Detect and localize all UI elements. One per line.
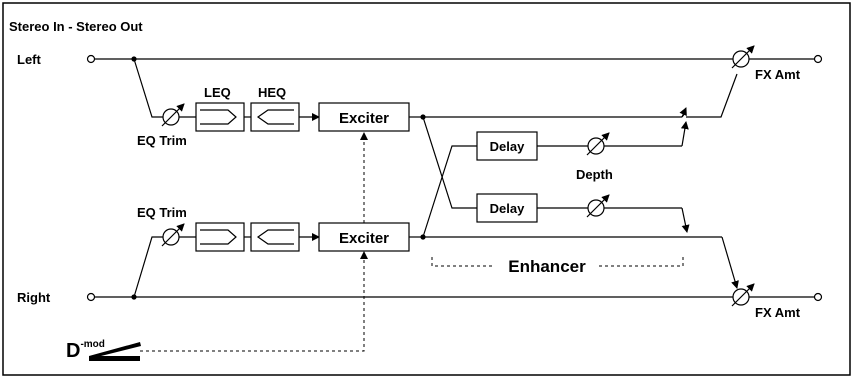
exciter-right-box	[318, 222, 410, 252]
enhancer-bracket-left	[431, 257, 495, 267]
fx-amt-knob-right-icon	[731, 283, 755, 307]
fx-amt-label-left: FX Amt	[755, 67, 801, 82]
depth-knob-upper-icon	[586, 132, 610, 156]
exciter-right-label: Exciter	[339, 230, 389, 247]
diagram-frame	[2, 2, 851, 376]
enhancer-label: Enhancer	[508, 257, 586, 276]
dmod-line	[140, 258, 365, 352]
exciter-left-box	[318, 102, 410, 132]
depth-knob-lower-icon	[586, 194, 610, 218]
fx-amt-label-right: FX Amt	[755, 305, 801, 320]
eq-trim-label-left: EQ Trim	[137, 133, 187, 148]
right-output-jack	[813, 292, 823, 302]
leq-filter-left	[195, 102, 245, 132]
enhancer-bracket-right	[599, 257, 684, 267]
eq-trim-label-right: EQ Trim	[137, 205, 187, 220]
heq-label: HEQ	[258, 85, 286, 100]
diagram-title: Stereo In - Stereo Out	[9, 19, 143, 34]
delay-lower-box	[476, 193, 538, 223]
right-input-jack	[86, 292, 96, 302]
heq-filter-left	[250, 102, 300, 132]
heq-filter-right	[250, 222, 300, 252]
dmod-switch-icon	[89, 342, 141, 361]
leq-filter-right	[195, 222, 245, 252]
left-output-jack	[813, 54, 823, 64]
dmod-label: D-mod	[66, 339, 105, 362]
leq-label: LEQ	[204, 85, 231, 100]
left-input-jack	[86, 54, 96, 64]
eq-trim-knob-left-icon	[161, 103, 185, 127]
delay-upper-box	[476, 131, 538, 161]
eq-trim-knob-right-icon	[161, 223, 185, 247]
delay-upper-label: Delay	[490, 139, 525, 154]
delay-lower-label: Delay	[490, 201, 525, 216]
right-input-label: Right	[17, 290, 51, 305]
fx-amt-knob-left-icon	[731, 45, 755, 69]
depth-label: Depth	[576, 167, 613, 182]
left-input-label: Left	[17, 52, 42, 67]
exciter-left-label: Exciter	[339, 110, 389, 127]
